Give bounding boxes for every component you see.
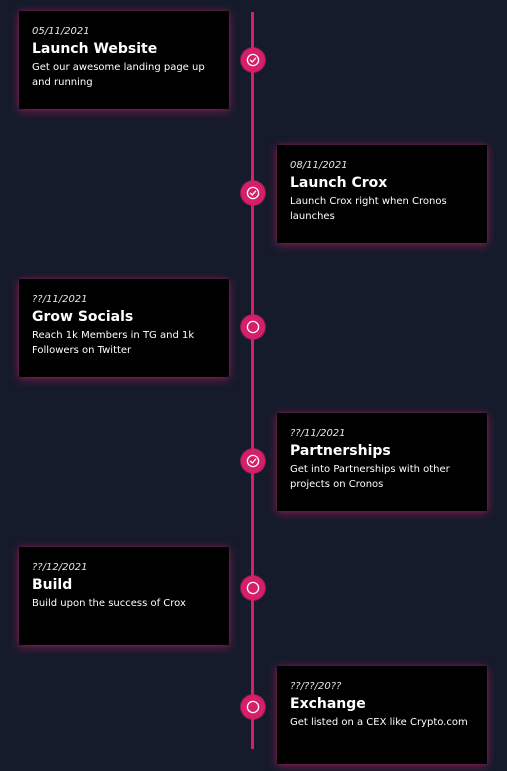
milestone-title: Launch Crox xyxy=(290,175,388,191)
milestone-title: Partnerships xyxy=(290,443,391,459)
milestone-date: ??/11/2021 xyxy=(32,294,88,305)
timeline-axis xyxy=(251,12,254,749)
empty-circle-icon xyxy=(246,581,260,595)
check-circle-icon xyxy=(246,53,260,67)
milestone-date: ??/11/2021 xyxy=(290,428,346,439)
milestone-date: 08/11/2021 xyxy=(290,160,348,171)
milestone-title: Exchange xyxy=(290,696,366,712)
milestone-marker xyxy=(241,315,265,339)
milestone-description: Get listed on a CEX like Crypto.com xyxy=(290,717,468,728)
milestone-date: 05/11/2021 xyxy=(32,26,90,37)
milestone-description: Launch Crox right when Cronos launches xyxy=(290,196,447,222)
empty-circle-icon xyxy=(246,320,260,334)
milestone-marker xyxy=(241,695,265,719)
milestone-title: Build xyxy=(32,577,73,593)
check-circle-icon xyxy=(246,186,260,200)
milestone-date: ??/??/20?? xyxy=(290,681,342,692)
milestone-title: Grow Socials xyxy=(32,309,134,325)
milestone-description: Get our awesome landing page up and runn… xyxy=(32,62,205,88)
milestone-marker xyxy=(241,48,265,72)
milestone-marker xyxy=(241,181,265,205)
check-circle-icon xyxy=(246,454,260,468)
milestone-description: Reach 1k Members in TG and 1k Followers … xyxy=(32,330,195,356)
milestone-marker xyxy=(241,449,265,473)
milestone-date: ??/12/2021 xyxy=(32,562,88,573)
milestone-description: Get into Partnerships with other project… xyxy=(290,464,450,490)
empty-circle-icon xyxy=(246,700,260,714)
milestone-title: Launch Website xyxy=(32,41,158,57)
milestone-marker xyxy=(241,576,265,600)
milestone-description: Build upon the success of Crox xyxy=(32,598,186,609)
